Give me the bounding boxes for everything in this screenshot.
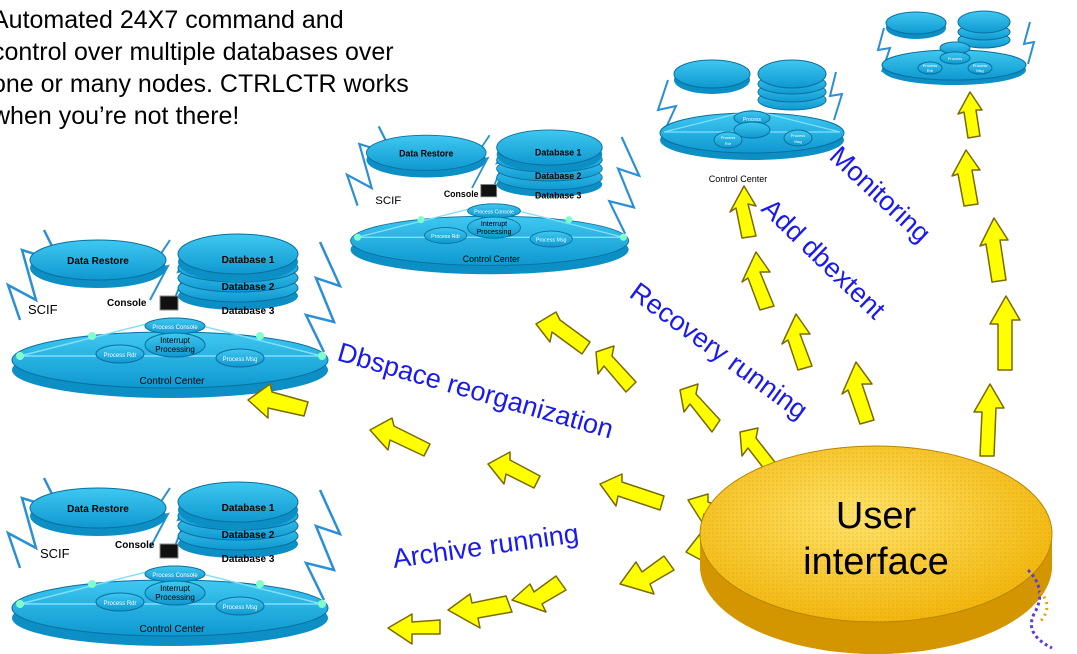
arrow-dbextent-2 <box>741 251 775 311</box>
control-center-label: Control Center <box>139 624 205 635</box>
heading-line-2: control over multiple databases over <box>0 38 394 66</box>
control-center-label: Control Center <box>139 376 205 387</box>
process-msg-label: Process Msg <box>223 605 258 611</box>
processing-label: Processing <box>477 229 512 236</box>
arrow-monitoring-1 <box>957 91 983 139</box>
arrow-archive-2 <box>447 593 513 629</box>
activity-recovery: Recovery running <box>624 277 813 426</box>
process-label: Process <box>743 117 762 123</box>
process-label: Process <box>973 63 987 68</box>
database-3-label: Database 3 <box>222 554 275 565</box>
process-console-label: Process Console <box>152 573 198 579</box>
arrow-archive-3 <box>511 575 567 613</box>
arrow-dbextent-1 <box>729 185 757 239</box>
hub-line-1: User <box>836 495 917 537</box>
arrow-recovery-2 <box>595 345 637 393</box>
control-center-label: Control Center <box>709 174 768 184</box>
processing-label: Processing <box>155 593 195 602</box>
heading-text: Automated 24X7 command and control over … <box>0 4 612 132</box>
process-console-label: Process Console <box>474 210 514 216</box>
processing-label: Processing <box>155 345 195 354</box>
heading-line-1: Automated 24X7 command and <box>0 6 344 34</box>
control-center-label: Control Center <box>463 254 520 264</box>
node-archive: Data Restore Database 1 Database 2 Datab… <box>6 476 342 648</box>
scif-label: SCIF <box>28 302 58 317</box>
console-label: Console <box>444 189 479 199</box>
process-msg-label: Process Msg <box>223 357 258 363</box>
data-restore-label: Data Restore <box>399 148 453 158</box>
data-restore-label: Data Restore <box>67 256 129 267</box>
user-interface-hub: User interface <box>699 445 1053 654</box>
database-3-label: Database 3 <box>535 191 582 201</box>
process-label: Process <box>721 135 735 140</box>
scif-label: SCIF <box>375 195 401 207</box>
interrupt-label: Interrupt <box>160 584 191 593</box>
arrow-dbspace-4 <box>599 473 665 511</box>
process-label: Process <box>923 63 937 68</box>
database-1-label: Database 1 <box>222 503 275 514</box>
arrow-archive-4 <box>619 555 675 595</box>
process-label: Process <box>948 56 962 61</box>
database-2-label: Database 2 <box>222 530 275 541</box>
arrow-monitoring-2 <box>951 149 981 207</box>
process-console-label: Process Console <box>152 325 198 331</box>
arrows <box>247 91 1021 645</box>
arrow-dbspace-3 <box>487 451 541 489</box>
heading-line-3: one or many nodes. CTRLCTR works <box>0 70 409 98</box>
process-label: Process <box>791 133 805 138</box>
activity-archive: Archive running <box>391 518 581 574</box>
msg-label: Msg <box>794 139 802 144</box>
arrow-dbspace-1 <box>247 383 309 419</box>
arrow-dbextent-4 <box>841 361 875 425</box>
arrow-monitoring-5 <box>973 383 1005 457</box>
activity-add-dbextent: Add dbextent <box>756 193 892 325</box>
node-monitoring: Process Process Rdr Process Msg <box>876 10 1036 85</box>
database-1-label: Database 1 <box>535 147 582 157</box>
process-rdr-label: Process Rdr <box>103 353 136 359</box>
interrupt-label: Interrupt <box>481 221 507 228</box>
squiggle-decoration-2 <box>1038 590 1049 623</box>
arrow-dbextent-3 <box>781 313 813 371</box>
console-label: Console <box>107 298 147 309</box>
database-2-label: Database 2 <box>535 171 582 181</box>
heading-line-4: when you’re not there! <box>0 102 240 130</box>
database-3-label: Database 3 <box>222 306 275 317</box>
process-rdr-label: Process Rdr <box>103 601 136 607</box>
arrow-recovery-3 <box>679 383 721 433</box>
arrow-recovery-1 <box>535 311 591 355</box>
rdr-label: Rdr <box>927 68 934 73</box>
data-restore-label: Data Restore <box>67 504 129 515</box>
activity-monitoring: Monitoring <box>824 140 937 248</box>
console-label: Console <box>115 540 155 551</box>
arrow-archive-1 <box>387 613 441 645</box>
arrow-dbspace-2 <box>369 417 431 457</box>
database-1-label: Database 1 <box>222 255 275 266</box>
arrow-monitoring-3 <box>979 217 1009 283</box>
arrow-monitoring-4 <box>989 295 1021 371</box>
node-recovery: Data Restore Database 1 Database 2 Datab… <box>345 125 641 276</box>
node-dbextent: Process Process Rdr Process Msg Control … <box>656 59 845 184</box>
scif-label: SCIF <box>40 546 70 561</box>
process-rdr-label: Process Rdr <box>431 234 460 240</box>
hub-line-2: interface <box>803 541 949 583</box>
rdr-label: Rdr <box>725 141 732 146</box>
msg-label: Msg <box>976 68 984 73</box>
squiggle-decoration <box>1026 568 1053 650</box>
interrupt-label: Interrupt <box>160 336 191 345</box>
process-msg-label: Process Msg <box>536 238 567 244</box>
database-2-label: Database 2 <box>222 282 275 293</box>
node-dbspace: Data Restore Database 1 Database 2 Datab… <box>6 228 342 400</box>
